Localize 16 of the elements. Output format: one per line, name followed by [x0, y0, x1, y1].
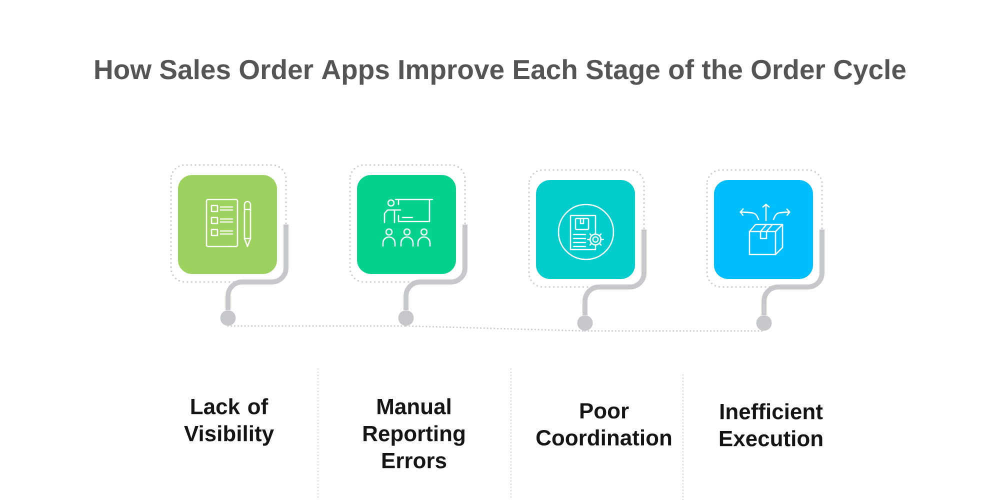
dotted-line [584, 330, 765, 332]
timeline-dot [220, 310, 236, 326]
connector-line [582, 230, 646, 316]
stage-label: Poor Coordination [536, 403, 672, 446]
stage-label: Manual Reporting Errors [364, 398, 464, 468]
timeline-dot [756, 315, 772, 331]
stage-label: Lack of Visibility [184, 398, 274, 446]
stage-label: Inefficient Execution [720, 403, 823, 446]
dotted-line [405, 325, 586, 332]
timeline-dot [398, 310, 414, 326]
title: How Sales Order Apps Improve Each Stage of the Order Cycle [95, 59, 906, 85]
connector-line [226, 224, 288, 310]
timeline-dot [577, 315, 593, 331]
connector-line [762, 230, 825, 316]
connector-line [404, 224, 468, 310]
dotted-line [227, 325, 407, 327]
